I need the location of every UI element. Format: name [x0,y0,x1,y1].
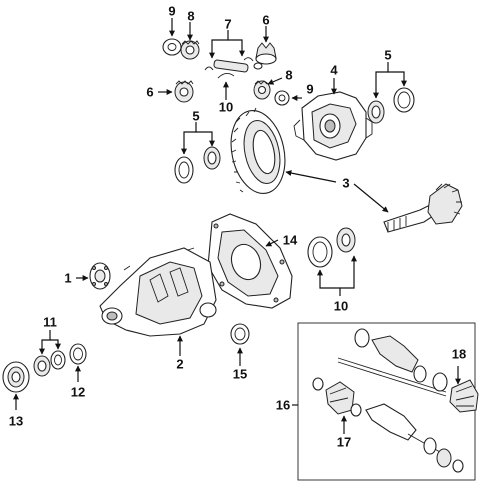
callout-18: 18 [451,346,467,362]
part-5-right-bearing-cone [367,100,385,124]
part-17-inner-boot [312,377,362,417]
callout-1: 1 [64,270,72,286]
callout-13: 13 [8,413,24,429]
callout-14: 14 [282,232,298,248]
callout-6-left: 6 [146,84,154,100]
callout-2: 2 [176,356,184,372]
callout-7: 7 [224,16,232,32]
part-10-right-bearing [336,227,356,253]
callout-8-right: 8 [285,67,293,83]
callout-5-left: 5 [192,108,200,124]
part-11-pinion-bearing-cup [50,350,66,370]
callout-5-right: 5 [384,47,392,63]
callout-4: 4 [330,62,338,78]
part-10-top-thrust-washer [217,73,235,79]
callout-6-top: 6 [262,12,270,28]
callout-10-right: 10 [333,298,349,314]
callout-12: 12 [70,384,86,400]
part-15-axle-seal [230,323,250,345]
part-8-right-side-gear [253,80,271,100]
callout-9-right: 9 [306,81,314,97]
part-9-right-washer [274,90,290,106]
part-4-differential-case [293,91,373,161]
part-16-lower-axle-shaft [365,403,464,473]
part-18-outer-boot [449,379,479,413]
part-9-top-washer [162,38,182,56]
callout-16: 16 [275,397,291,413]
part-6-top-pinion-gear [255,42,277,65]
leader-lines [13,18,461,434]
part-14-differential-cover [207,213,293,309]
part-2-carrier-housing [99,247,217,337]
part-5-left-bearing-cone [203,146,221,170]
part-5-left-bearing-cup [174,156,194,184]
part-8-top-side-gear [180,40,200,60]
part-11-pinion-bearing [33,355,51,377]
part-13-pinion-seal [2,361,30,393]
part-1-pinion-flange [89,262,111,290]
callout-10-top: 10 [218,99,234,115]
callout-15: 15 [232,366,248,382]
callout-11: 11 [43,314,57,330]
part-12-bearing-cup [69,343,87,365]
callout-9-top: 9 [168,3,176,19]
part-3-ring-gear [230,107,286,194]
part-6-left-pinion-gear [174,80,194,103]
part-16-upper-axle-shaft [337,328,448,397]
callout-8-top: 8 [187,8,195,24]
callout-3: 3 [342,175,350,191]
callout-17: 17 [336,434,352,450]
part-10-right-seal [307,236,333,268]
part-5-right-bearing-cup [393,87,415,113]
part-3-drive-pinion [383,183,463,233]
part-7-cross-pin [204,57,263,73]
